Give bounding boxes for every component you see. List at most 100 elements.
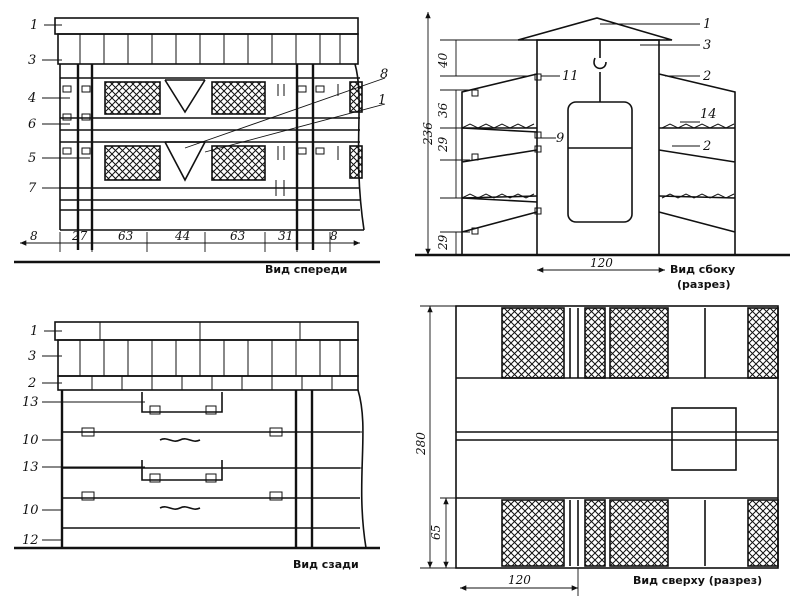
front-view-caption: Вид спереди [265,263,347,276]
front-mesh-window [349,145,363,179]
dimension-label: 8 [30,229,38,243]
back-tile-row [57,339,359,377]
dimension-label: 63 [118,229,134,243]
back-posts [60,390,314,548]
top-mesh-panel [584,307,606,379]
dimension-label: 44 [174,229,190,243]
callout-label: 14 [700,107,717,122]
side-dimension-vertical [420,12,540,256]
callout-label: 10 [22,503,39,518]
front-mesh-window [104,145,161,181]
dimension-label: 29 [436,136,450,153]
side-right-slats [661,123,735,199]
back-bracket-strip [57,375,359,391]
callout-label: 1 [30,324,38,339]
callout-label: 3 [28,53,36,68]
back-leaders [42,330,145,541]
back-view: 1 3 2 13 10 13 10 12 Вид сзади [14,321,380,571]
front-view: 1 3 4 6 5 7 8 1 8 27 63 44 63 31 8 Вид с… [14,17,388,276]
top-mesh-panel [609,499,669,567]
side-latches [471,73,542,235]
callout-label: 12 [22,533,39,548]
dimension-label: 31 [278,229,293,243]
back-feeder-mark [159,438,201,442]
back-roof-joints [99,322,301,340]
front-tile-row [57,33,359,65]
top-mesh-panel [747,499,779,567]
top-mesh-panel [501,307,565,379]
callout-label: 3 [28,349,36,364]
callout-label: 1 [703,17,711,32]
callout-label: 13 [22,395,39,410]
front-posts [76,64,315,250]
back-bracket-joints [91,376,333,390]
top-middle-band [456,377,778,499]
top-feeder-box [671,407,737,471]
back-right-slats [312,431,362,469]
callout-label: 2 [702,69,711,84]
side-hook [593,40,607,70]
front-mesh-window [211,81,266,115]
side-view-caption-sub: (разрез) [677,278,730,291]
top-mesh-panel [584,499,606,567]
back-rails [62,431,360,529]
side-view-caption: Вид сбоку [670,263,735,276]
side-left-wing [461,73,538,255]
front-rails [60,77,364,231]
top-lower-slats [569,500,706,566]
side-hanging-feeder [567,101,633,223]
callout-label: 2 [702,139,711,154]
dimension-label: 27 [71,229,88,243]
dimension-label: 29 [436,234,450,251]
dimension-label: 280 [414,432,428,456]
dimension-label: 63 [230,229,246,243]
side-view: 236 40 36 29 29 120 1 3 2 11 9 14 2 Вид … [415,12,790,291]
front-dimension-line [20,232,360,252]
dimension-label: 120 [590,256,613,270]
callout-label: 8 [380,67,388,82]
side-roof [517,17,673,41]
top-mesh-panel [747,307,779,379]
back-drawer-tray [141,460,223,481]
dimension-label: 8 [330,229,338,243]
callout-label: 2 [27,376,36,391]
callout-label: 1 [30,18,38,33]
front-latches [62,84,339,196]
side-right-wing [658,73,736,255]
callout-label: 11 [562,69,579,84]
front-mesh-window [211,145,266,181]
front-v-feeder [164,141,206,182]
front-roof-plank [54,17,359,35]
dimension-label: 40 [436,52,450,69]
callout-label: 7 [28,181,37,196]
back-feeder-mark [159,506,201,510]
top-upper-slats [569,308,706,378]
top-dimension-vertical [420,305,500,569]
top-outline [455,305,779,569]
top-view: 280 65 120 Вид сверху (разрез) [414,305,779,596]
dimension-label: 120 [508,573,531,587]
callout-label: 5 [28,151,36,166]
dimension-label: 65 [429,525,443,540]
callout-label: 4 [27,91,36,106]
dimension-label: 236 [421,122,435,146]
callout-label: 10 [22,433,39,448]
side-leaders [541,23,700,147]
side-left-slats [461,123,535,199]
front-leaders [42,24,386,189]
dimension-label: 36 [436,102,450,118]
callout-label: 3 [703,38,711,53]
back-drawer-tray [141,392,223,413]
top-mesh-panel [501,499,565,567]
callout-label: 9 [556,131,564,146]
top-view-caption: Вид сверху (разрез) [633,574,762,587]
front-v-feeder [164,79,206,114]
back-view-caption: Вид сзади [293,558,359,571]
callout-label: 13 [22,460,39,475]
top-mesh-panel [609,307,669,379]
front-mesh-window [104,81,161,115]
back-latches [81,405,283,501]
callout-label: 6 [28,117,36,132]
callout-label: 1 [378,93,386,108]
